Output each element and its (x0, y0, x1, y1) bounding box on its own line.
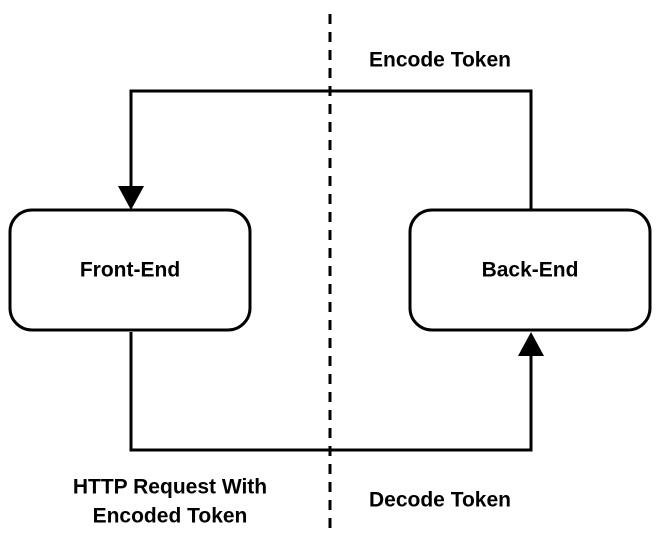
back-end-node (408, 208, 652, 332)
encode-token-label: Encode Token (369, 49, 511, 72)
arrow-into-back-end-icon (518, 332, 544, 356)
back-end-label: Back-End (482, 259, 579, 282)
request-connector (129, 332, 533, 452)
front-end-label: Front-End (80, 259, 180, 282)
http-request-label-line1: HTTP Request With (73, 476, 267, 499)
http-request-label-line2: Encoded Token (93, 505, 248, 528)
decode-token-label: Decode Token (369, 489, 511, 512)
encode-token-connector (129, 89, 533, 210)
arrow-into-front-end-icon (118, 186, 144, 210)
front-end-node (8, 208, 252, 332)
